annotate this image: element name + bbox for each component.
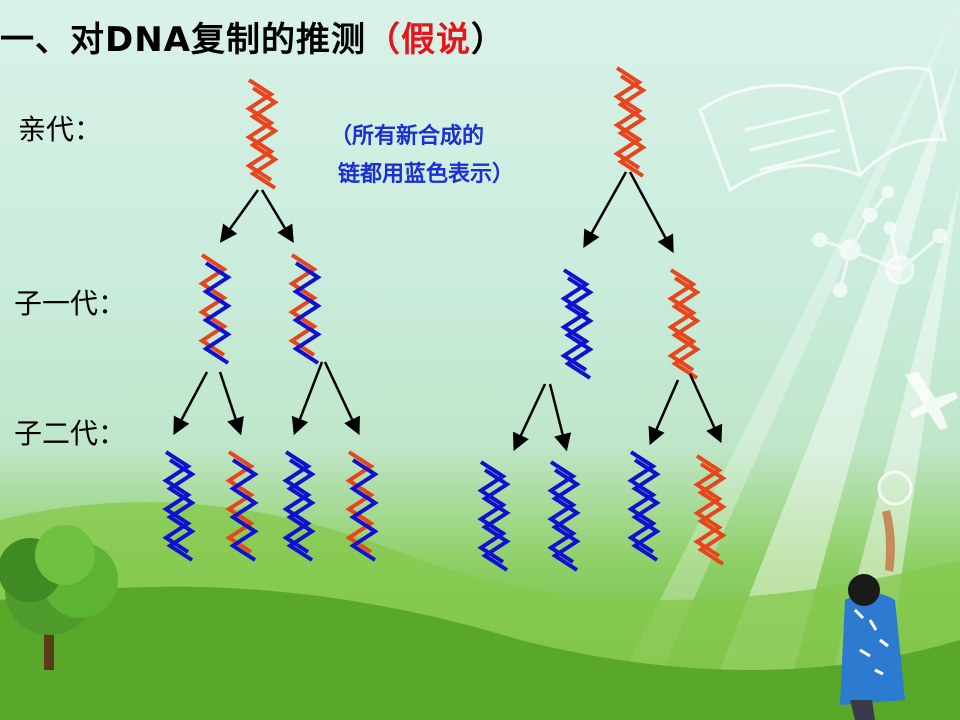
gen1-dna-conservative-1 <box>560 268 594 380</box>
new-strand <box>564 276 594 380</box>
old-strand <box>249 86 279 190</box>
molecule-icon <box>812 185 948 298</box>
arrow-conservative-1 <box>583 171 628 249</box>
label-second-generation: 子二代： <box>14 417 127 450</box>
gen1-dna-semi-conservative-1 <box>198 253 232 365</box>
helix-layer <box>162 66 727 572</box>
title-prefix: 一、对DNA复制的推测 <box>0 20 366 60</box>
old-strand <box>617 74 647 178</box>
new-strand <box>229 458 259 562</box>
tree-icon <box>0 525 118 670</box>
gen2-dna-semi-conservative-4 <box>345 450 379 562</box>
gen2-dna-semi-conservative-3 <box>282 450 316 562</box>
new-strand <box>286 458 316 562</box>
title-hypothesis: 假说 <box>401 20 471 60</box>
note-line-2: 链都用蓝色表示） <box>338 162 515 187</box>
new-strand <box>551 468 581 572</box>
arrow-semi-conservative-6 <box>323 361 360 436</box>
arrow-semi-conservative-5 <box>291 361 324 436</box>
arrow-conservative-2 <box>628 171 674 254</box>
arrow-layer <box>173 171 723 452</box>
parent-dna-semi-conservative <box>245 78 279 190</box>
gen2-dna-semi-conservative-2 <box>225 450 259 562</box>
label-first-generation: 子一代： <box>14 287 127 320</box>
arrow-semi-conservative-2 <box>260 189 294 244</box>
arrow-conservative-3 <box>513 383 547 452</box>
old-strand <box>697 462 727 566</box>
gen2-dna-conservative-4 <box>693 454 727 566</box>
airplane-icon <box>905 372 958 430</box>
gen2-dna-conservative-2 <box>547 460 581 572</box>
note-line-1: （所有新合成的 <box>330 124 485 149</box>
arrow-conservative-6 <box>688 373 723 444</box>
new-strand <box>292 261 322 365</box>
book-icon <box>698 66 947 193</box>
new-strand <box>202 261 232 365</box>
gen1-dna-semi-conservative-2 <box>288 253 322 365</box>
gen2-dna-semi-conservative-1 <box>162 450 196 562</box>
new-strand <box>349 458 379 562</box>
arrow-conservative-5 <box>648 379 680 446</box>
title-open-paren: （ <box>366 20 401 60</box>
strand-color-note: （所有新合成的 链都用蓝色表示） <box>330 118 514 194</box>
new-strand <box>481 468 511 572</box>
boy-figure-icon <box>840 510 905 720</box>
title-close-paren: ） <box>471 20 506 60</box>
ball-icon <box>877 470 913 506</box>
new-strand <box>166 458 196 562</box>
arrow-semi-conservative-3 <box>173 371 209 436</box>
arrow-semi-conservative-1 <box>219 189 260 243</box>
gen1-dna-conservative-2 <box>667 268 701 380</box>
label-parent-generation: 亲代： <box>18 113 103 146</box>
arrow-semi-conservative-4 <box>218 371 244 436</box>
new-strand <box>631 458 661 562</box>
gen2-dna-conservative-3 <box>627 450 661 562</box>
parent-dna-conservative <box>613 66 647 178</box>
arrow-conservative-4 <box>548 383 572 452</box>
old-strand <box>671 276 701 380</box>
gen2-dna-conservative-1 <box>477 460 511 572</box>
slide-title: 一、对DNA复制的推测（假说） <box>0 12 506 60</box>
